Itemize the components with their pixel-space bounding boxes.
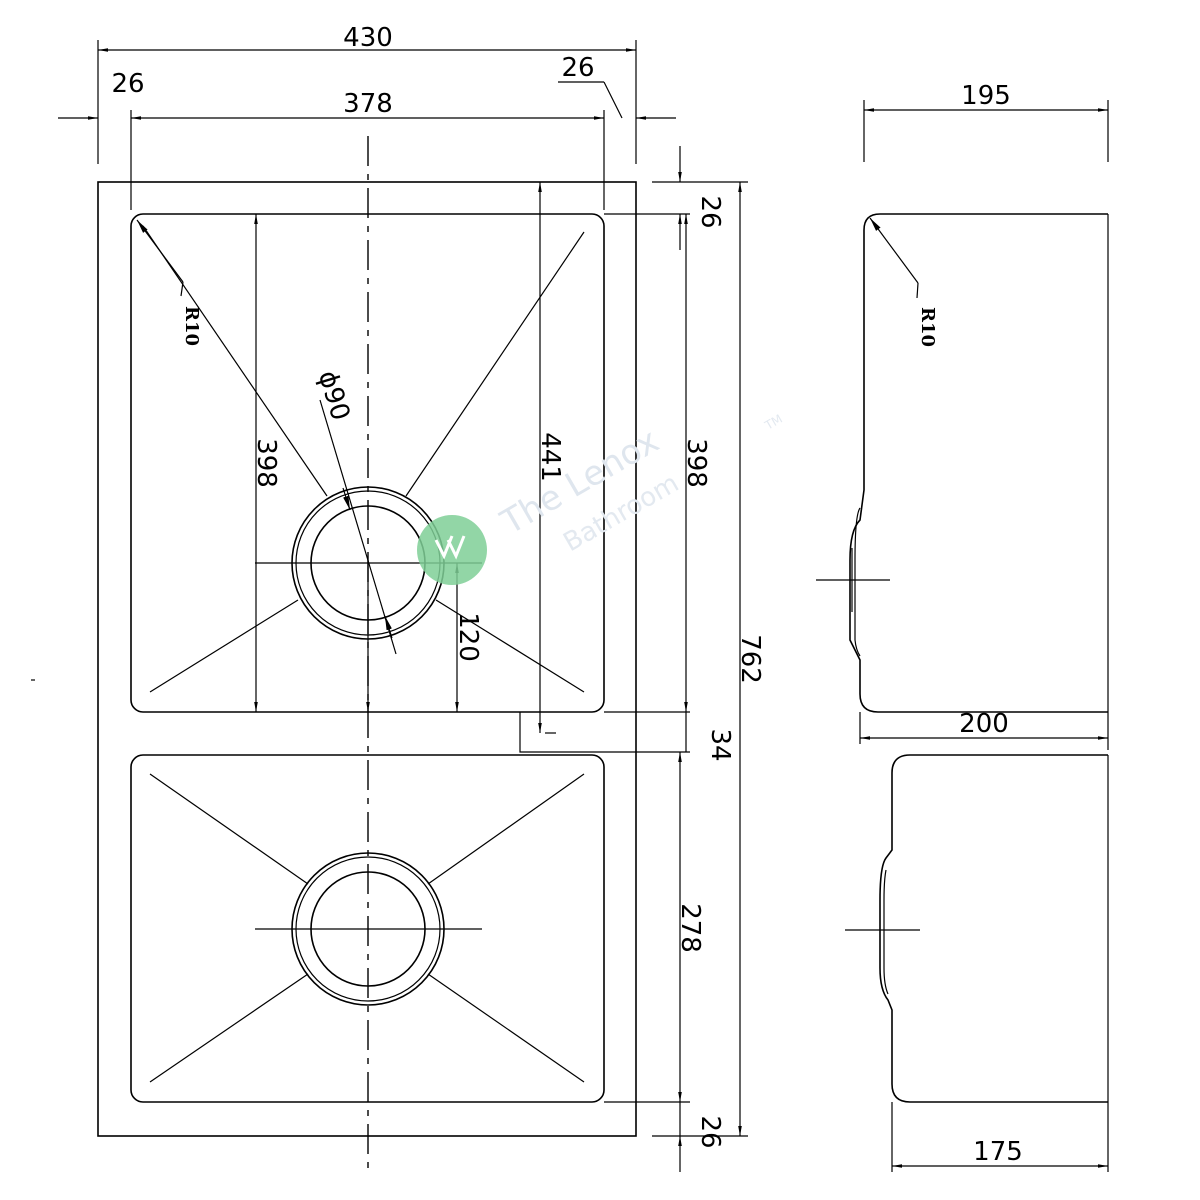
dim-top-rim: 26 bbox=[695, 195, 725, 228]
upper-bowl-drain-lines bbox=[142, 225, 585, 693]
dim-bowl1-depth-right: 398 bbox=[681, 438, 711, 488]
side-view: R10 195 200 175 bbox=[816, 81, 1109, 1172]
front-dimensions: 430 378 26 26 398 441 120 ϕ90 R10 bbox=[58, 23, 765, 1172]
dim-corner-radius-front: R10 bbox=[181, 306, 202, 346]
side-lower-bowl-profile bbox=[879, 754, 1108, 1103]
watermark-tm: TM bbox=[762, 412, 785, 433]
dim-side-depth-top: 195 bbox=[961, 81, 1011, 111]
dim-left-rim: 26 bbox=[111, 69, 144, 99]
front-view bbox=[97, 136, 637, 1168]
lower-bowl-drain-lines bbox=[149, 773, 585, 1083]
dim-right-rim: 26 bbox=[561, 53, 594, 83]
dim-overall-length: 762 bbox=[735, 634, 765, 684]
dim-outlet-diameter: ϕ90 bbox=[312, 367, 355, 424]
dim-bowl1-to-gap: 441 bbox=[535, 432, 565, 482]
dim-side-depth-bottom: 175 bbox=[973, 1137, 1023, 1167]
dim-corner-radius-side: R10 bbox=[917, 307, 938, 347]
side-upper-bowl-profile bbox=[849, 213, 1108, 713]
dim-bowl2-depth: 278 bbox=[675, 903, 705, 953]
dim-overall-width: 430 bbox=[343, 23, 393, 53]
dim-bottom-rim: 26 bbox=[695, 1115, 725, 1148]
dim-bowl-width: 378 bbox=[343, 89, 393, 119]
sink-outer-rim bbox=[97, 181, 637, 1137]
side-upper-drain bbox=[854, 507, 861, 657]
watermark: The Lenox Bathroom TM bbox=[417, 412, 785, 585]
side-lower-drain bbox=[883, 869, 889, 995]
dim-bowl1-depth-left: 398 bbox=[251, 438, 281, 488]
dim-side-depth-mid: 200 bbox=[959, 709, 1009, 739]
dim-bowl-gap: 34 bbox=[705, 728, 735, 761]
bowl-gap-notch bbox=[519, 712, 604, 753]
dim-outlet-offset: 120 bbox=[453, 612, 483, 662]
